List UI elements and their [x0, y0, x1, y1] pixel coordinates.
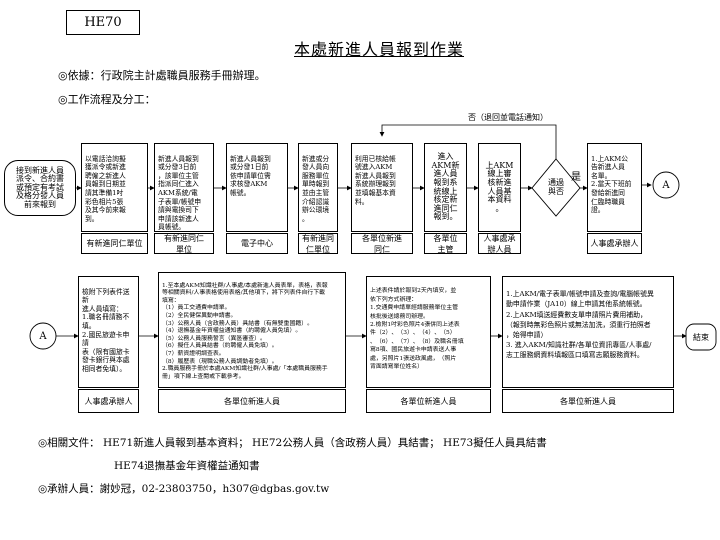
related-docs: ◎相關文件： HE71新進人員報到基本資料； HE72公務人員（含政務人員）具結…: [38, 435, 547, 450]
row1-step-4: 新進或分 發人員向 服務單位 單時報到 並由主管 介紹認識 辦公環境 。: [298, 143, 338, 232]
row1-owner-3-text: 電子中心: [241, 239, 273, 248]
row2-owner-2: 各單位新進人員: [158, 389, 346, 413]
end-terminator: [685, 323, 717, 351]
row1-owner-7: 人事處承 辦人員: [478, 233, 521, 254]
row2-owner-2-text: 各單位新進人員: [224, 396, 280, 406]
related-docs-line-1: HE71新進人員報到基本資料； HE72公務人員（含政務人員）具結書； HE73…: [103, 437, 547, 449]
decision-label: 通過 與否: [548, 178, 564, 196]
row2-step-1-text: 檢附下列表件送新 進人員填寫： 1.職名冊請務不填。 2.國民旅遊卡申請 表（限…: [82, 287, 130, 373]
row2-owner-1-text: 人事處承辦人: [84, 396, 133, 406]
doc-code: HE70: [84, 15, 122, 30]
row1-owner-2: 有新進同仁 單位: [154, 233, 214, 254]
connector-a-in: [29, 322, 57, 350]
connector-a-out: [652, 171, 680, 199]
feedback-label: 否（退回並電話通知）: [468, 113, 548, 122]
row1-final-owner-text: 人事處承辦人: [590, 239, 639, 248]
row1-final-text: 1.上AKM公 告新進人員 名單。 2.當天下班前 發給新進同 仁臨時職員 證。: [591, 154, 632, 215]
row2-step-2: 1.至本處AKM知識社群/人事處/本處新進人員表單，表格，表報 等相關資料/人事…: [158, 272, 346, 388]
row1-step-6-text: 進入 AKM新 進人員 報到系 統線上 核定新 進同仁 報到。: [431, 152, 460, 222]
row2-owner-4: 各單位新進人員: [502, 389, 674, 413]
row2-step-4-text: 1.上AKM/電子表單/帳號申請及查詢/電腦帳號異 動申請作業（JA10）線上申…: [506, 290, 654, 360]
row2-step-3-text: 上述表件請於報到2天內填安，並 依下列方式辦理： 1.交通費申請單經請服務單位主…: [370, 288, 464, 371]
start-box: 接到新進人員 派令、合約書 或預定有考試 及格分發人員 前來報到: [4, 160, 76, 216]
row1-step-5: 利用已核給帳 號進入AKM 新進人員報到 系統辦理報到 並填報基本資 料。: [351, 143, 413, 232]
row1-owner-3: 電子中心: [226, 233, 288, 254]
row1-step-7-text: 上AKM 線上審 核新進 人員基 本資料 。: [485, 160, 514, 213]
row1-step-7: 上AKM 線上審 核新進 人員基 本資料 。: [478, 143, 521, 232]
connector-a-in-label: A: [39, 330, 47, 342]
contact-info: ◎承辦人員：謝妙冠，02-23803750，h307@dgbas.gov.tw: [38, 483, 330, 495]
related-docs-line-2: HE74退撫基金年資權益通知書: [114, 460, 260, 472]
row2-step-4: 1.上AKM/電子表單/帳號申請及查詢/電腦帳號異 動申請作業（JA10）線上申…: [502, 276, 674, 388]
row1-step-1-text: 以電話洽詢擬 獲派令或新進 聘僱之新進人 員報到日期並 請其準備1吋 彩色相片5…: [85, 154, 126, 223]
row1-final-step: 1.上AKM公 告新進人員 名單。 2.當天下班前 發給新進同 仁臨時職員 證。: [587, 143, 642, 232]
row2-step-1: 檢附下列表件送新 進人員填寫： 1.職名冊請務不填。 2.國民旅遊卡申請 表（限…: [78, 276, 139, 388]
row1-owner-2-text: 有新進同仁 單位: [164, 233, 204, 254]
page-title: 本處新進人員報到作業: [294, 40, 465, 59]
related-docs-label: ◎相關文件：: [38, 437, 100, 449]
row1-step-1: 以電話洽詢擬 獲派令或新進 聘僱之新進人 員報到日期並 請其準備1吋 彩色相片5…: [81, 143, 148, 232]
row2-owner-3: 各單位新進人員: [366, 389, 491, 413]
end-label: 結束: [693, 332, 709, 342]
row2-owner-4-text: 各單位新進人員: [560, 396, 616, 406]
workflow-heading: ◎工作流程及分工：: [58, 93, 156, 106]
connector-a-out-label: A: [662, 179, 670, 191]
row1-final-owner: 人事處承辦人: [587, 233, 642, 254]
row2-step-3: 上述表件請於報到2天內填安，並 依下列方式辦理： 1.交通費申請單經請服務單位主…: [366, 276, 491, 388]
row1-owner-5: 各單位新進 同仁: [351, 233, 413, 254]
row1-owner-4: 有新進同 仁單位: [298, 233, 338, 254]
row1-owner-6-text: 各單位 主管: [433, 233, 458, 254]
doc-code-box: HE70: [66, 10, 140, 35]
row1-step-2: 新進人員報到 或分發3日前 ，該單位主管 指派同仁進入 AKM系統/電 子表單/…: [154, 143, 214, 232]
row1-owner-7-text: 人事處承 辦人員: [483, 233, 516, 254]
decision-diamond: [531, 158, 581, 217]
start-text: 接到新進人員 派令、合約書 或預定有考試 及格分發人員 前來報到: [16, 165, 64, 209]
row1-step-4-text: 新進或分 發人員向 服務單位 單時報到 並由主管 介紹認識 辦公環境 。: [302, 154, 330, 223]
row2-owner-1: 人事處承辦人: [78, 389, 139, 413]
row1-owner-6: 各單位 主管: [424, 233, 467, 254]
row1-owner-1-text: 有新進同仁單位: [86, 239, 143, 248]
row1-step-5-text: 利用已核給帳 號進入AKM 新進人員報到 系統辦理報到 並填報基本資 料。: [355, 154, 396, 206]
row2-step-2-text: 1.至本處AKM知識社群/人事處/本處新進人員表單，表格，表報 等相關資料/人事…: [162, 282, 328, 380]
row2-owner-3-text: 各單位新進人員: [400, 396, 457, 406]
row1-step-3-text: 新進人員報到 或分發1日前 依申請單位需 求核發AKM 帳號。: [230, 154, 271, 197]
row1-step-6: 進入 AKM新 進人員 報到系 統線上 核定新 進同仁 報到。: [424, 143, 467, 232]
basis-text: ◎依據：行政院主計處職員服務手冊辦理。: [58, 69, 266, 82]
row1-owner-5-text: 各單位新進 同仁: [362, 233, 402, 254]
row1-step-2-text: 新進人員報到 或分發3日前 ，該單位主管 指派同仁進入 AKM系統/電 子表單/…: [158, 154, 202, 232]
row1-owner-1: 有新進同仁單位: [81, 233, 148, 254]
row1-owner-4-text: 有新進同 仁單位: [302, 233, 334, 254]
yes-label: 是: [571, 172, 581, 183]
row1-step-3: 新進人員報到 或分發1日前 依申請單位需 求核發AKM 帳號。: [226, 143, 288, 232]
